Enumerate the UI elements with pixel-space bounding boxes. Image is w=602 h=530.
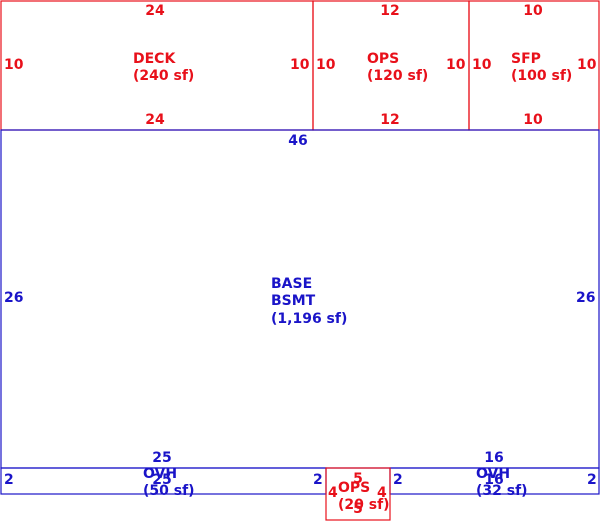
basement-dim-right: 26 — [576, 290, 595, 306]
ops-bottom-dim-top: 5 — [353, 471, 363, 487]
ovh-right-label: OVH — [476, 466, 510, 482]
ovh-left-dim-left: 2 — [4, 472, 14, 488]
ovh-right-dim-top: 16 — [484, 450, 503, 466]
ops-bottom-dim-left: 4 — [328, 485, 338, 501]
ops-bottom-label: OPS — [338, 480, 370, 496]
ops-bottom-dim-bottom: 5 — [353, 501, 363, 517]
sfp-label: SFP — [511, 51, 541, 67]
ovh-left-dim-top: 25 — [152, 450, 171, 466]
ovh-left-dim-bottom: 25 — [152, 472, 171, 488]
deck-area: (240 sf) — [133, 68, 194, 84]
ovh-right-dim-right: 2 — [587, 472, 597, 488]
ovh-left-area: (50 sf) — [143, 483, 195, 499]
ops-top-area: (120 sf) — [367, 68, 428, 84]
ovh-right-area: (32 sf) — [476, 483, 528, 499]
basement-dim-top: 46 — [288, 133, 307, 149]
ops-top-dim-top: 12 — [380, 3, 399, 19]
ops-bottom-outline — [325, 467, 391, 521]
ops-top-label: OPS — [367, 51, 399, 67]
ovh-left-dim-right: 2 — [313, 472, 323, 488]
deck-label: DECK — [133, 51, 176, 67]
ovh-left-label: OVH — [143, 466, 177, 482]
ops-top-dim-bottom: 12 — [380, 112, 399, 128]
deck-dim-right: 10 — [290, 57, 310, 73]
ops-bottom-dim-right: 4 — [377, 485, 387, 501]
ops-bottom-area: (20 sf) — [338, 497, 390, 513]
ovh-right-dim-left: 2 — [393, 472, 403, 488]
deck-dim-left: 10 — [4, 57, 24, 73]
sfp-dim-bottom: 10 — [523, 112, 543, 128]
sfp-dim-top: 10 — [523, 3, 543, 19]
deck-dim-top: 24 — [145, 3, 165, 19]
deck-dim-bottom: 24 — [145, 112, 165, 128]
sfp-area: (100 sf) — [511, 68, 572, 84]
basement-dim-left: 26 — [4, 290, 23, 306]
basement-label-line2: BSMT — [271, 293, 316, 309]
ops-top-dim-right: 10 — [446, 57, 466, 73]
basement-label-line1: BASE — [271, 276, 312, 292]
sfp-dim-left: 10 — [472, 57, 492, 73]
ops-top-dim-left: 10 — [316, 57, 336, 73]
basement-area: (1,196 sf) — [271, 311, 347, 327]
ovh-right-dim-bottom: 16 — [484, 472, 503, 488]
sfp-dim-right: 10 — [577, 57, 597, 73]
